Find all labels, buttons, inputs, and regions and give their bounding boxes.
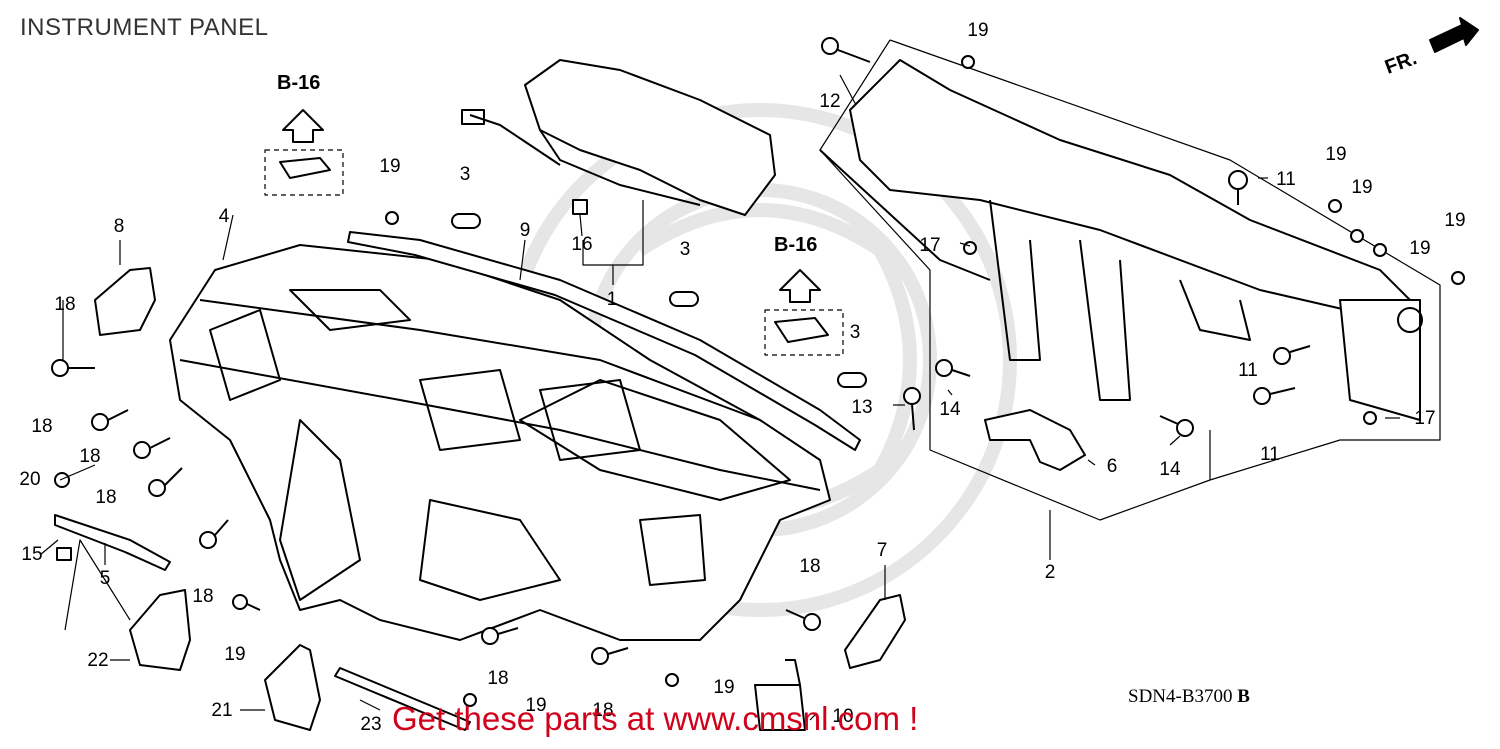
callout-c21: 21	[211, 700, 232, 721]
strip-part-23	[334, 667, 471, 731]
callout-c8: 8	[114, 216, 125, 237]
ref-label-b16-right: B-16	[774, 234, 818, 256]
callout-c19e: 19	[1409, 238, 1430, 259]
ref-b16-right	[764, 269, 844, 356]
dashboard-top-strip	[347, 231, 861, 451]
callout-c18f: 18	[799, 556, 820, 577]
leader-lines	[39, 74, 1400, 721]
callout-c3a: 3	[460, 164, 471, 185]
panel-part-22	[129, 589, 191, 671]
callout-c19i: 19	[525, 695, 546, 716]
callout-c19d: 19	[1351, 177, 1372, 198]
callout-c19b: 19	[967, 20, 988, 41]
callout-c6: 6	[1107, 456, 1118, 477]
callout-c19h: 19	[713, 677, 734, 698]
pad-part-10	[754, 659, 806, 731]
callout-c18a: 18	[54, 294, 75, 315]
callout-c3b: 3	[680, 239, 691, 260]
fasteners	[51, 37, 1465, 707]
callout-c23: 23	[360, 714, 381, 735]
front-arrow-icon	[1429, 17, 1479, 53]
diagram-code-number: SDN4-B3700	[1128, 686, 1233, 707]
bracket-part-6	[984, 409, 1086, 471]
callout-c14b: 14	[1159, 459, 1181, 480]
airbag-module	[461, 59, 776, 216]
diagram-code-suffix: B	[1237, 686, 1250, 707]
callout-c5: 5	[100, 568, 111, 589]
bracket-part-5	[54, 514, 171, 571]
callout-c14a: 14	[939, 399, 961, 420]
callout-c18e: 18	[192, 586, 213, 607]
callout-c12: 12	[819, 91, 840, 112]
callout-c18c: 18	[79, 446, 100, 467]
callout-c17b: 17	[1414, 408, 1435, 429]
callout-c15: 15	[21, 544, 42, 565]
callout-c4: 4	[219, 206, 230, 227]
callout-c7: 7	[877, 540, 888, 561]
ref-b16-left	[264, 109, 344, 196]
callout-c20: 20	[19, 469, 40, 490]
callout-c11b: 11	[1238, 360, 1258, 381]
callout-c1: 1	[607, 289, 618, 310]
ref-label-b16-left: B-16	[277, 72, 321, 94]
callout-c18b: 18	[31, 416, 52, 437]
diagram-code: SDN4-B3700 B	[1128, 686, 1250, 708]
callout-c19f: 19	[1444, 210, 1465, 231]
page-title: INSTRUMENT PANEL	[20, 14, 269, 41]
callout-c11c: 11	[1260, 444, 1280, 465]
dashboard-panel	[169, 244, 831, 641]
callout-c9: 9	[520, 220, 531, 241]
callout-c19a: 19	[379, 156, 400, 177]
callout-c19g: 19	[224, 644, 245, 665]
panel-part-21	[264, 644, 321, 731]
callout-c18h: 18	[592, 700, 613, 721]
promo-banner[interactable]: Get these parts at www.cmsnl.com !	[392, 700, 919, 737]
callout-c3c: 3	[850, 322, 861, 343]
steering-hanger-beam	[819, 59, 1423, 421]
callout-c10: 10	[832, 706, 853, 727]
callout-c2: 2	[1045, 562, 1056, 583]
side-cover-part-8	[94, 267, 156, 336]
callout-c13: 13	[851, 397, 872, 418]
callout-c18g: 18	[487, 668, 508, 689]
side-cover-part-7	[844, 594, 906, 669]
callout-c17a: 17	[919, 235, 940, 256]
callout-c19c: 19	[1325, 144, 1346, 165]
callout-c16: 16	[571, 234, 592, 255]
callout-c11a: 11	[1276, 169, 1296, 190]
assembly-outline	[819, 39, 1441, 521]
callout-c18d: 18	[95, 487, 116, 508]
callout-c22: 22	[87, 650, 108, 671]
